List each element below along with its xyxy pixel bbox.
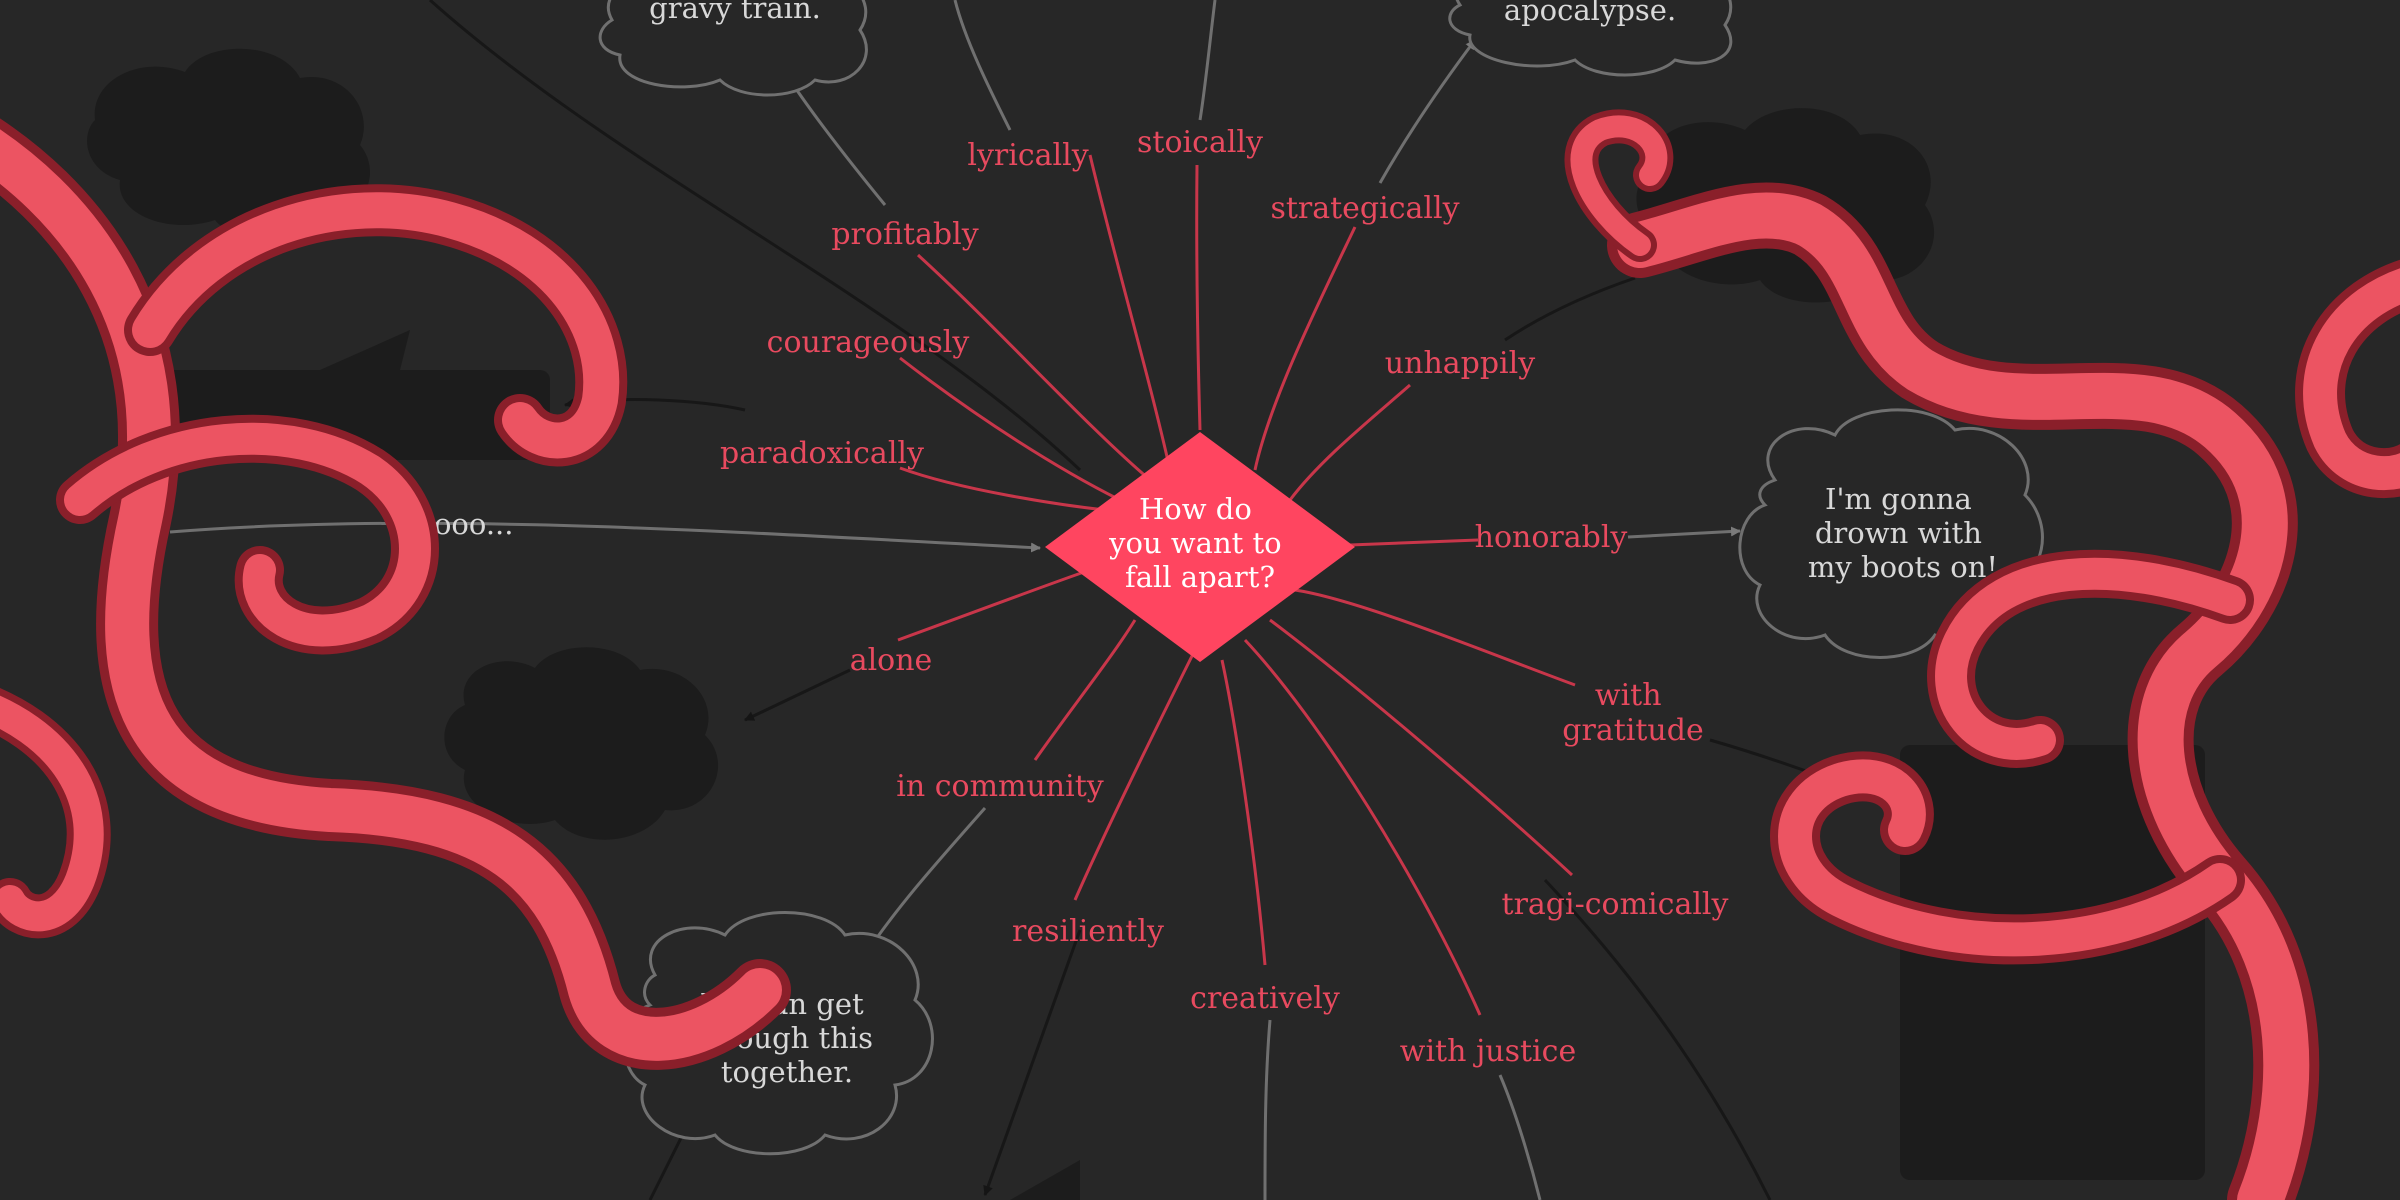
edge-to-gravy xyxy=(788,79,887,206)
cloud-gravy-train: gravy train. xyxy=(598,0,868,97)
edge-label-honorably[interactable]: honorably xyxy=(1475,520,1628,555)
cloud-gravy-text: gravy train. xyxy=(649,0,821,25)
edge-label-unhappily[interactable]: unhappily xyxy=(1385,346,1535,381)
shadow-cloud-top-left xyxy=(87,48,371,239)
edge-label-courageously[interactable]: courageously xyxy=(767,325,970,360)
shadow-flag-bottom xyxy=(1010,1160,1080,1200)
edge-label-stoically[interactable]: stoically xyxy=(1137,125,1263,160)
edge-label-strategically[interactable]: strategically xyxy=(1270,191,1459,226)
edge-label-in-community[interactable]: in community xyxy=(896,769,1104,804)
edge-labels: lyrically stoically profitably strategic… xyxy=(417,125,1729,1069)
cloud-boots-text: I'm gonna drown with my boots on! xyxy=(1808,482,1998,584)
edge-label-paradoxically[interactable]: paradoxically xyxy=(720,436,924,471)
edge-label-alone[interactable]: alone xyxy=(850,643,933,678)
background-shapes xyxy=(87,48,2205,1200)
tentacle-illustration-left xyxy=(0,118,791,1070)
edge-to-together xyxy=(863,807,987,956)
edge-label-resiliently[interactable]: resiliently xyxy=(1012,914,1164,949)
gray-connectors xyxy=(169,0,1741,1200)
shadow-flag-left xyxy=(320,330,410,370)
red-spokes xyxy=(897,154,1576,1016)
edge-label-creatively[interactable]: creatively xyxy=(1190,981,1340,1016)
edge-to-apocalypse xyxy=(1378,39,1477,184)
edge-label-with-gratitude[interactable]: with gratitude xyxy=(1562,678,1703,748)
central-question-text: How do you want to fall apart? xyxy=(1108,492,1291,594)
cloud-apocalypse-text: apocalypse. xyxy=(1504,0,1676,27)
edge-label-with-justice[interactable]: with justice xyxy=(1400,1034,1576,1069)
edge-to-boots xyxy=(1627,526,1741,539)
edge-label-tragi-comically[interactable]: tragi-comically xyxy=(1502,887,1729,922)
tentacle-illustration-right xyxy=(1564,109,2400,1200)
edge-label-lyrically[interactable]: lyrically xyxy=(967,138,1088,173)
edge-label-profitably[interactable]: profitably xyxy=(831,217,978,252)
cloud-apocalypse: apocalypse. xyxy=(1448,0,1733,77)
edge-incoming xyxy=(169,521,1041,553)
shadow-cloud-bottom-left xyxy=(444,647,719,840)
central-question-node[interactable]: How do you want to fall apart? xyxy=(1045,432,1355,662)
